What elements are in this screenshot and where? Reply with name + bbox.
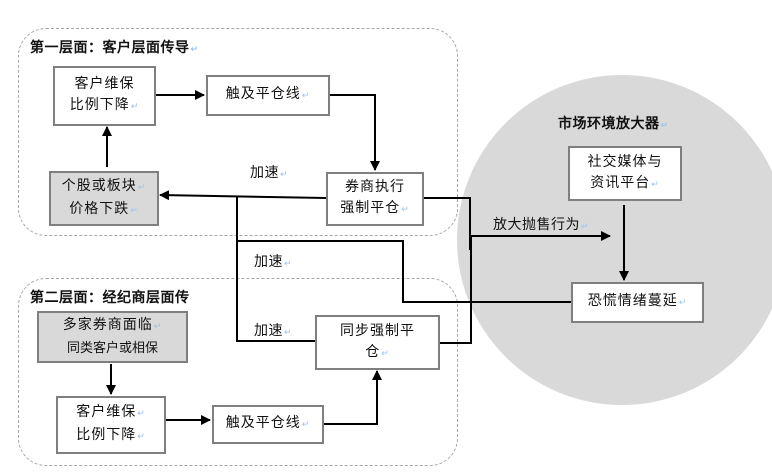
accelerate-label-2: 加速 — [254, 251, 292, 271]
node-l2-hit-liquidation: 触及平仓线 — [212, 405, 324, 444]
node-line: 触及平仓线 — [226, 413, 311, 436]
node-l2-margin-drop: 客户维保 比例下降 — [56, 396, 166, 454]
node-line: 券商执行 — [345, 179, 405, 195]
node-l1-broker-liquidate: 券商执行 强制平仓 — [326, 172, 424, 226]
node-line: 同步强制平 — [340, 322, 415, 339]
node-panic: 恐慌情绪蔓延 — [571, 282, 704, 323]
arrow-hit-to-broker — [329, 94, 380, 171]
node-line: 比例下降 — [76, 425, 146, 448]
node-line: 客户维保 — [74, 76, 135, 92]
node-line: 价格下跌 — [69, 199, 139, 222]
node-l1-margin-drop: 客户维保 比例下降 — [53, 66, 156, 126]
node-l2-sync-liquidate: 同步强制平 仓 — [315, 315, 440, 370]
node-line: 仓 — [365, 342, 390, 365]
node-line: 恐慌情绪蔓延 — [588, 291, 688, 314]
node-line: 客户维保 — [76, 402, 146, 425]
arrow-broker-to-price — [159, 190, 327, 201]
node-line: 触及平仓线 — [226, 84, 311, 107]
node-line: 强制平仓 — [340, 198, 410, 221]
node-line: 社交媒体与 — [587, 153, 663, 170]
accelerate-trunk-line — [236, 196, 315, 342]
sync-to-bus-line — [439, 236, 472, 344]
node-line: 多家券商面临 — [63, 315, 163, 338]
broker-to-bus-line — [423, 197, 471, 250]
arrow-hit2-to-sync — [323, 370, 382, 425]
layer1-title: 第一层面：客户层面传导 — [30, 37, 199, 57]
accelerate-panic-line — [237, 240, 571, 303]
node-line: 同类客户或相保 — [66, 341, 158, 356]
node-social-media: 社交媒体与 资讯平台 — [568, 146, 682, 201]
node-l1-price-fall: 个股或板块 价格下跌 — [49, 171, 159, 226]
accelerate-label-1: 加速 — [250, 162, 288, 182]
node-line: 个股或板块 — [62, 176, 147, 199]
amplify-selling-label: 放大抛售行为 — [493, 214, 589, 234]
amplifier-title: 市场环境放大器 — [558, 113, 669, 133]
node-l1-hit-liquidation: 触及平仓线 — [206, 75, 330, 116]
node-l2-brokers-face: 多家券商面临 同类客户或相保 — [37, 311, 188, 363]
node-line: 资讯平台 — [590, 173, 660, 196]
accelerate-label-3: 加速 — [254, 320, 292, 340]
layer2-title: 第二层面：经纪商层面传 — [30, 290, 190, 306]
node-line: 比例下降 — [70, 95, 140, 118]
